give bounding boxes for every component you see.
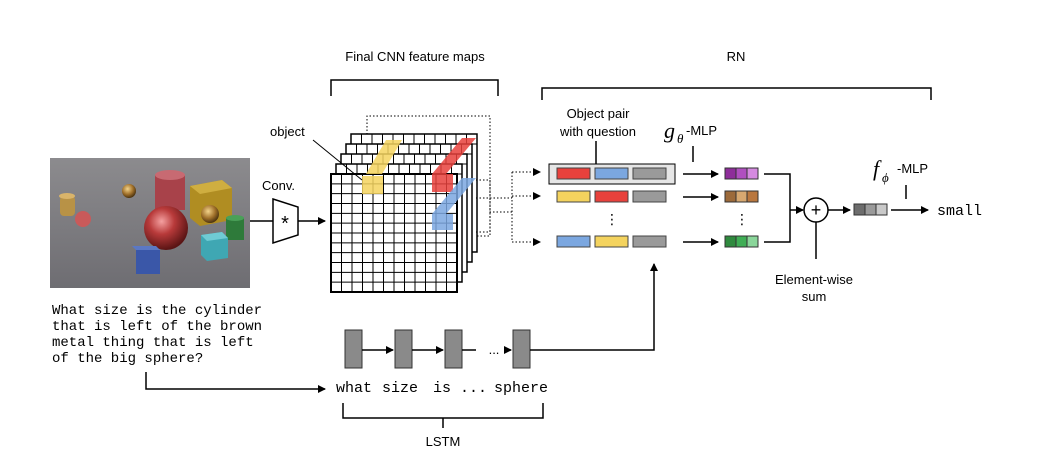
feature-map-layer: [330, 173, 458, 293]
f-phi-mlp-label: f ϕ -MLP: [873, 156, 928, 185]
plus-symbol: +: [811, 200, 822, 220]
pair-feature-segment: [556, 190, 591, 203]
question-line: that is left of the brown: [52, 319, 262, 335]
lstm-label: LSTM: [426, 434, 461, 449]
lstm-cells: [344, 329, 531, 369]
object-pair-rows: [556, 167, 667, 248]
g-output-cell: [735, 167, 748, 180]
blue-cube: [136, 250, 160, 274]
f-input-cell: [875, 203, 888, 216]
green-cylinder: [226, 218, 244, 240]
lstm-cell: [444, 329, 463, 369]
question-text: What size is the cylinder that is left o…: [52, 303, 262, 367]
pair-feature-segment: [594, 167, 629, 180]
g-output-cell: [735, 190, 748, 203]
question-line: of the big sphere?: [52, 351, 203, 367]
red-cylinder: [155, 175, 185, 210]
object-pair-row: [556, 167, 667, 180]
lstm-word: is ...: [433, 380, 487, 397]
object-highlight-blue: [432, 178, 476, 214]
pair-feature-segment: [556, 167, 591, 180]
pair-feature-segment: [632, 167, 667, 180]
f-symbol: f: [873, 156, 882, 181]
small-gold-cylinder: [60, 196, 75, 216]
sum-bracket: [764, 173, 791, 243]
cnn-dotted-outline: [366, 115, 491, 237]
g-suffix: -MLP: [686, 123, 717, 138]
lstm-cell: [344, 329, 363, 369]
g-theta-mlp-label: g θ -MLP: [664, 118, 717, 146]
object-highlight-red: [432, 138, 476, 174]
g-mlp-outputs: [724, 167, 759, 248]
conv-trapezoid: [272, 197, 299, 245]
question-line: metal thing that is left: [52, 335, 254, 351]
lstm-bracket: [342, 403, 544, 419]
lstm-words: what size is ... sphere: [336, 380, 548, 397]
object-pair-row: [556, 190, 667, 203]
lstm-word: what: [336, 380, 372, 397]
sum-label-line2: sum: [802, 289, 827, 304]
big-red-sphere: [144, 206, 188, 250]
f-subscript: ϕ: [882, 170, 889, 185]
g-output-cell: [746, 190, 759, 203]
f-mlp-input-vector: [853, 203, 888, 216]
pair-feature-segment: [632, 190, 667, 203]
g-output-cell: [724, 235, 737, 248]
cnn-title: Final CNN feature maps: [345, 49, 485, 64]
g-output-vector: [724, 235, 759, 248]
pair-label-line2: with question: [559, 124, 636, 139]
pair-feature-segment: [594, 235, 629, 248]
g-output-cell: [746, 235, 759, 248]
cnn-bracket: [330, 79, 499, 96]
lstm-word: sphere: [494, 380, 548, 397]
small-red-sphere: [75, 211, 91, 227]
cnn-feature-map-stack: [330, 133, 478, 293]
g-output-cell: [724, 190, 737, 203]
small-gold-sphere: [122, 184, 136, 198]
object-pair-row: [556, 235, 667, 248]
conv-label: Conv.: [262, 178, 295, 193]
g-output-cell: [724, 167, 737, 180]
lstm-cell: [512, 329, 531, 369]
g-output-cell: [735, 235, 748, 248]
pair-feature-segment: [556, 235, 591, 248]
rn-bracket: [541, 87, 932, 100]
pair-feature-segment: [594, 190, 629, 203]
object-pointer-line: [312, 139, 363, 181]
g-output-vector: [724, 167, 759, 180]
object-highlight-yellow: [362, 176, 383, 194]
g-symbol: g: [664, 118, 675, 143]
pair-label-line1: Object pair: [567, 106, 631, 121]
sum-label-line1: Element-wise: [775, 272, 853, 287]
f-input-cell: [864, 203, 877, 216]
f-suffix: -MLP: [897, 161, 928, 176]
question-line: What size is the cylinder: [52, 303, 262, 319]
g-output-cell: [746, 167, 759, 180]
lstm-cell: [394, 329, 413, 369]
input-scene-image: [50, 158, 250, 288]
output-answer: small: [937, 203, 982, 220]
pair-feature-segment: [632, 235, 667, 248]
g-outputs-vdots: ⋮: [735, 211, 749, 227]
g-subscript: θ: [677, 131, 684, 146]
object-label: object: [270, 124, 305, 139]
cnn-to-pairs-dotted-connectors: [476, 168, 541, 246]
g-output-vector: [724, 190, 759, 203]
lstm-word: size: [382, 380, 418, 397]
lstm-to-rn-arrow: [530, 263, 658, 351]
f-input-cell: [853, 203, 866, 216]
conv-symbol: *: [281, 213, 289, 235]
rn-title: RN: [727, 49, 746, 64]
lstm-ellipsis: ...: [489, 342, 500, 357]
question-to-lstm-arrow: [145, 372, 326, 393]
pair-rows-vdots: ⋮: [605, 211, 619, 227]
